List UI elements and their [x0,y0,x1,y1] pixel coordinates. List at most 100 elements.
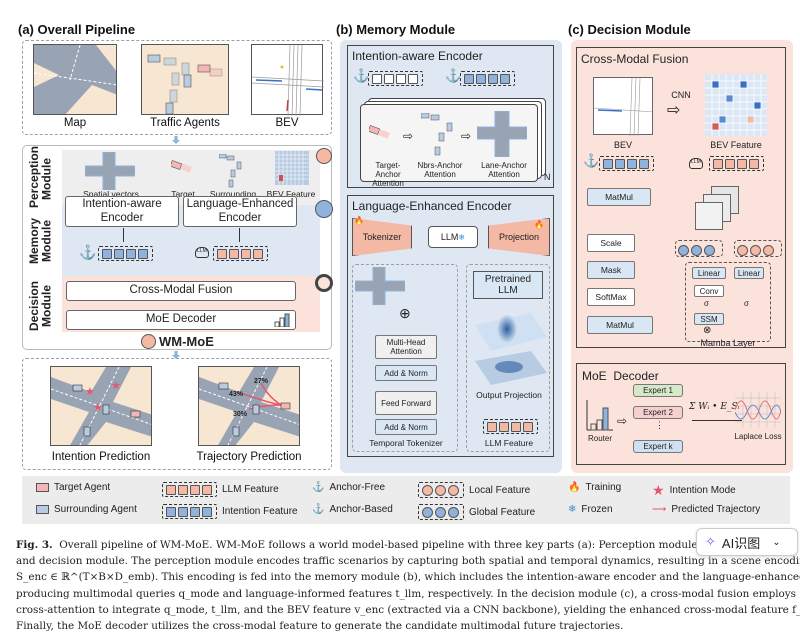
llm-feature-label: LLM Feature [484,438,534,448]
nbrs-anchor-icon [421,113,453,156]
legend-frozen: ❄Frozen [568,504,613,515]
prob-27: 27% [254,378,269,385]
laplace-waveform-icon [735,392,781,428]
router-label: Router [587,434,612,443]
distribution-surface-icon [475,313,547,385]
language-enhanced-encoder-box: Language-Enhanced Encoder [183,196,297,227]
arrow-right-icon: ⇨ [403,129,414,143]
weighted-sum-formula: Σ Wᵢ • E_Sᵢ [689,402,740,412]
legend-predicted-trajectory: ⟶Predicted Trajectory [652,504,761,515]
legend-surrounding-agent: Surrounding Agent [36,504,137,515]
local-feature-circles [734,240,782,257]
perception-item-target: Target [171,189,195,199]
anchor-based-icon: ⚓ [312,504,325,515]
panel-a-title: (a) Overall Pipeline [18,22,136,37]
llm-feature-tokens [709,156,764,171]
anchor-based-icon: ⚓ [79,244,97,260]
chevron-down-icon[interactable]: ⌄ [772,536,781,548]
svg-text:★: ★ [85,386,95,398]
moe-title: MoE Decoder [582,369,659,383]
trajectory-prediction-label: Trajectory Prediction [196,451,302,463]
caption-line-1: Fig. 3. Overall pipeline of WM-MoE. WM-M… [16,539,793,551]
legend-intention-mode: ★Intention Mode [652,482,736,498]
add-norm-box-1: Add & Norm [375,365,437,381]
flame-icon: 🔥 [534,220,544,229]
bar-chart-icon [274,313,290,327]
ai-recognize-button[interactable]: ✧ AI识图 ⌄ [696,528,798,556]
multi-head-attention-box: Multi-Head Attention [375,335,437,359]
bev-feature-heatmap [705,74,767,136]
snowflake-icon: ❄ [568,504,577,515]
linear-box-1: Linear [692,267,726,279]
down-arrow-icon [172,136,180,144]
surrounding-icon [219,154,242,188]
llm-label: LLM [440,232,459,242]
arrow-right-icon: ⇨ [461,129,472,143]
language-encoder-frame: Language-Enhanced Encoder Tokenizer 🔥 LL… [347,195,554,457]
attention-stack: ⇨ ⇨ Target-Anchor Attention Nbrs-Anchor … [360,104,538,188]
intention-feature-icon [162,504,217,519]
llm-feature-tokens [483,419,538,434]
decision-module-label: Decision Module [27,281,54,332]
moe-decoder-frame: MoE Decoder Router ⇨ Expert 1 Expert 2 ⋮… [576,363,786,465]
down-arrow-icon [172,351,180,359]
add-operator-icon: ⊕ [399,305,411,321]
expert-k-box: Expert k [633,440,683,453]
flame-icon: 🔥 [354,216,364,225]
target-agent-icon [36,483,49,492]
brain-icon [315,200,333,218]
legend-global-feature: Global Feature [418,504,535,520]
intention-encoder-frame: Intention-aware Encoder ⚓ ⚓ ⇨ ⇨ Target-A… [347,45,554,188]
prob-43: 43% [229,391,244,398]
target-icon [171,160,192,173]
bev-image [251,44,325,117]
bev-label: BEV [613,140,632,150]
panel-b-title: (b) Memory Module [336,22,456,37]
sigma-2: σ [744,299,749,308]
figure-caption: Fig. 3. Overall pipeline of WM-MoE. WM-M… [16,537,800,634]
arrow-icon: ⟶ [652,504,667,515]
temporal-tokenizer-frame: ⊕ Multi-Head Attention Add & Norm Feed F… [352,264,458,452]
global-feature-circles [675,240,723,257]
output-projection-label: Output Projection [476,390,542,400]
inputs-frame: Map Traffic Agents BEV [22,40,332,135]
feature-stack [695,202,723,230]
stage-nbrs-anchor: Nbrs-Anchor Attention [417,161,463,180]
local-feature-icon [418,482,464,498]
intention-aware-encoder-box: Intention-aware Encoder [65,196,179,227]
llm-feature-icon [162,482,217,497]
stage-lane-anchor: Lane-Anchor Attention [481,161,527,180]
add-norm-box-2: Add & Norm [375,419,437,435]
anchor-free-icon: ⚓ [353,68,370,83]
scale-box: Scale [587,234,635,252]
caption-line-5: cross-attention to integrate q_mode, t_l… [16,603,800,616]
anchor-based-icon: ⚓ [583,153,600,168]
spatial-map-icon [355,267,405,305]
svg-text:★: ★ [111,380,121,392]
router-bar-chart-icon [586,400,613,431]
traffic-agents-image [141,44,229,115]
intention-encoder-title: Intention-aware Encoder [352,49,483,63]
legend-anchor-free: ⚓Anchor-Free [312,482,386,493]
pretrained-llm-box: Pretrained LLM [473,271,543,299]
fusion-title: Cross-Modal Fusion [581,52,689,66]
bev-feature-label: BEV Feature [710,140,762,150]
perception-item-bev-feature: BEV Feature [266,189,316,199]
snowflake-icon: ❄ [458,232,466,242]
legend-local-feature: Local Feature [418,482,530,498]
intention-feature-tokens [460,71,515,86]
llm-icon: LLM [195,247,209,258]
caption-line-6: Finally, the MoE decoder utilizes the cr… [16,620,624,633]
softmax-box: SoftMax [587,288,635,306]
mask-box: Mask [587,261,635,279]
anchor-free-icon: ⚓ [312,482,325,493]
legend: Target Agent LLM Feature ⚓Anchor-Free Lo… [22,476,790,524]
legend-training: 🔥Training [568,482,622,493]
intention-prediction-label: Intention Prediction [51,451,151,463]
cross-modal-fusion-frame: Cross-Modal Fusion BEV CNN ⇨ BEV Feature… [576,47,786,348]
star-icon: ★ [652,482,665,498]
perception-module-label: Perception Module [27,145,54,208]
wm-moe-label: WM-MoE [159,334,214,349]
mamba-layer-label: Mamba Layer [700,338,756,348]
intention-feature-tokens [98,246,153,261]
